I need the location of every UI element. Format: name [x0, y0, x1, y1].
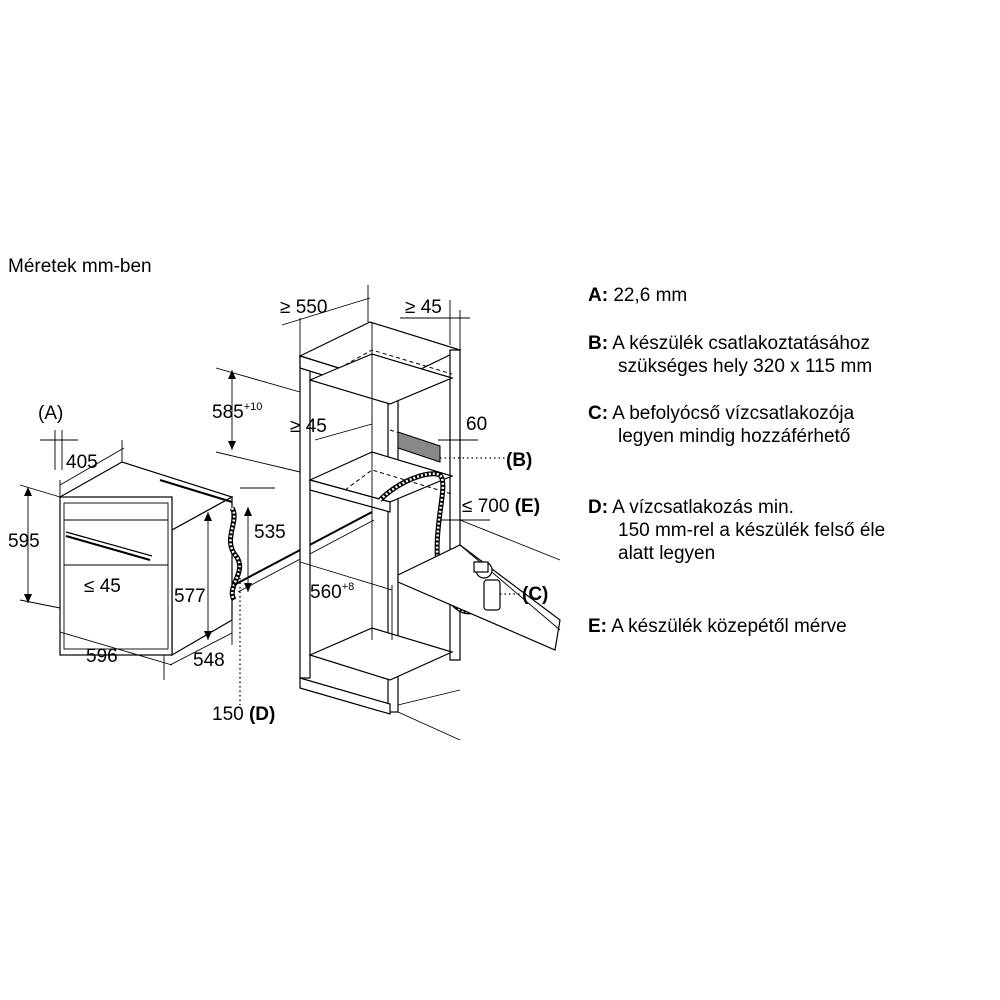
- legend-text: 150 mm-rel a készülék felső éle: [618, 520, 886, 541]
- dim-a-label: (A): [38, 403, 63, 424]
- dim-le45-front: ≤ 45: [84, 576, 121, 597]
- dim-ge45-top: ≥ 45: [405, 297, 442, 318]
- dim-577: 577: [174, 586, 206, 607]
- legend-text: legyen mindig hozzáférhető: [618, 426, 851, 447]
- dim-585: 585: [212, 402, 244, 423]
- legend-item-d: D: A vízcsatlakozás min. 150 mm-rel a ké…: [588, 496, 988, 565]
- legend-key: E:: [588, 616, 607, 637]
- oven-drawing: [58, 461, 375, 657]
- legend-item-b: B: A készülék csatlakoztatásához szükség…: [588, 332, 988, 378]
- legend-key: C:: [588, 403, 609, 424]
- dim-560-text: 560+8: [310, 581, 354, 603]
- dim-le700: ≤ 700: [462, 496, 515, 517]
- dim-595: 595: [8, 531, 40, 552]
- dim-700-text: ≤ 700 (E): [462, 496, 540, 517]
- legend-key: A:: [588, 285, 609, 306]
- legend-text: A vízcsatlakozás min.: [612, 497, 794, 518]
- dim-d-label: (D): [249, 704, 275, 725]
- legend-item-a: A: 22,6 mm: [588, 284, 988, 307]
- dim-548: 548: [193, 650, 225, 671]
- legend-text: A készülék csatlakoztatásához: [612, 333, 870, 354]
- dim-150-text: 150 (D): [212, 704, 275, 725]
- dim-150: 150: [212, 704, 249, 725]
- legend-text: 22,6 mm: [613, 285, 688, 306]
- cabinet-drawing: [298, 321, 561, 741]
- legend-key: D:: [588, 497, 609, 518]
- legend-text: alatt legyen: [618, 543, 716, 564]
- legend-text: A befolyócső vízcsatlakozója: [612, 403, 855, 424]
- dim-ge550: ≥ 550: [280, 297, 327, 318]
- dim-596: 596: [86, 646, 118, 667]
- dim-e-label: (E): [515, 496, 540, 517]
- legend-item-e: E: A készülék közepétől mérve: [588, 615, 988, 638]
- dim-585-text: 585+10: [212, 401, 262, 423]
- oven-dimensions: [19, 430, 275, 705]
- cabinet-dimensions: [215, 285, 561, 640]
- legend-text: A készülék közepétől mérve: [611, 616, 847, 637]
- dim-b-label: (B): [506, 450, 532, 471]
- legend-text: szükséges hely 320 x 115 mm: [618, 356, 873, 377]
- dim-560-tolerance: +8: [342, 581, 355, 593]
- dim-535: 535: [254, 522, 286, 543]
- dim-60: 60: [466, 414, 487, 435]
- dim-560: 560: [310, 582, 342, 603]
- dim-405: 405: [66, 452, 98, 473]
- dim-585-tolerance: +10: [244, 401, 263, 413]
- legend-item-c: C: A befolyócső vízcsatlakozója legyen m…: [588, 402, 988, 448]
- legend-key: B:: [588, 333, 609, 354]
- diagram-title: Méretek mm-ben: [8, 256, 152, 277]
- dim-c-label: (C): [522, 584, 548, 605]
- dim-ge45-mid: ≥ 45: [290, 416, 327, 437]
